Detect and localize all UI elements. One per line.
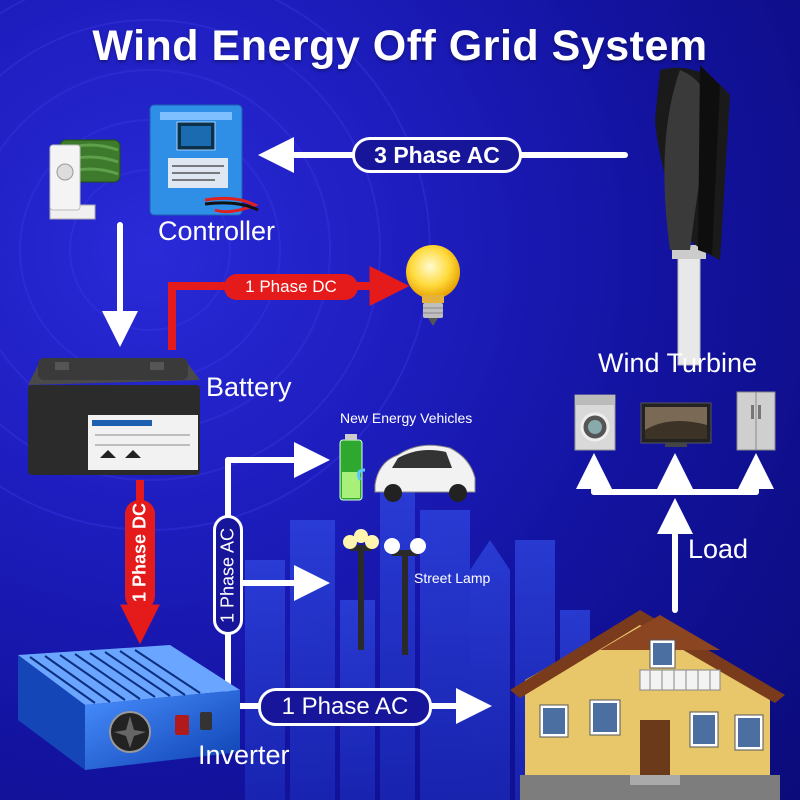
phase-ac-branch-badge: 1 Phase AC [213, 515, 243, 635]
phase-ac-branch-text: 1 Phase AC [217, 527, 238, 624]
street-lamp-label: Street Lamp [414, 570, 491, 586]
wind-turbine-icon [655, 65, 730, 366]
inverter-icon [18, 645, 240, 770]
green-battery-icon [339, 434, 363, 501]
wind-turbine-label: Wind Turbine [598, 348, 758, 378]
charge-controller-icon [149, 104, 259, 216]
house-icon [510, 610, 785, 800]
load-label: Load [688, 534, 749, 564]
light-bulb-icon [406, 245, 460, 326]
phase-dc-inverter-badge: 1 Phase DC [125, 500, 155, 610]
page-title: Wind Energy Off Grid System [92, 22, 708, 70]
electric-car-icon [356, 444, 476, 502]
street-lamp-icon [343, 529, 426, 655]
phase-dc-inverter-text: 1 Phase DC [129, 502, 150, 603]
battery-icon [28, 358, 200, 475]
television-icon [640, 402, 712, 447]
new-energy-vehicles-label: New Energy Vehicles [340, 410, 473, 426]
phase-dc-bulb-badge: 1 Phase DC [224, 274, 358, 300]
phase-ac-house-badge: 1 Phase AC [258, 688, 432, 726]
washing-machine-icon [574, 394, 616, 451]
dump-load-resistor-icon [49, 139, 121, 220]
battery-label: Battery [206, 372, 292, 402]
controller-label: Controller [158, 216, 276, 246]
inverter-label: Inverter [198, 740, 290, 770]
refrigerator-icon [736, 391, 776, 451]
phase-ac-3-badge: 3 Phase AC [352, 137, 522, 173]
